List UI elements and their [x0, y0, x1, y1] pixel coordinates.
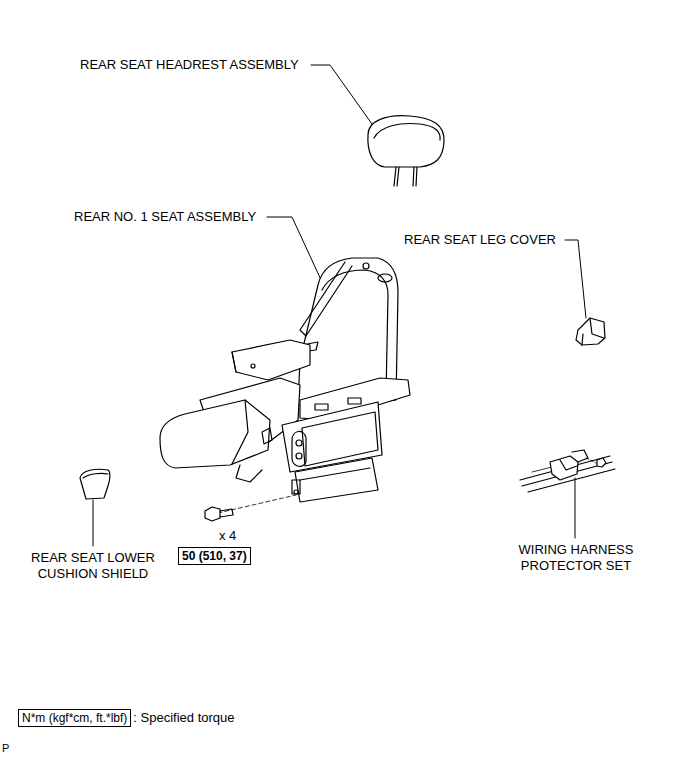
- bolt: [205, 495, 296, 521]
- part-name: REAR SEAT LEG COVER: [404, 232, 556, 248]
- quantity: x 4: [219, 528, 236, 544]
- torque-box: 50 (510, 37): [178, 547, 251, 565]
- part-name: REAR SEAT HEADREST ASSEMBLY: [80, 57, 299, 73]
- cushion-shield: [80, 469, 110, 499]
- key-description: : Specified torque: [133, 711, 234, 725]
- harness-protector: [520, 450, 615, 492]
- part-name: WIRING HARNESS PROTECTOR SET: [508, 542, 644, 574]
- part-name: REAR NO. 1 SEAT ASSEMBLY: [74, 209, 256, 225]
- leg-cover: [576, 318, 605, 345]
- leader-lines: [93, 65, 586, 546]
- page-mark: P: [2, 740, 9, 756]
- box-text: N*m (kgf*cm, ft.*lbf): [22, 711, 127, 725]
- rear-seat: [160, 258, 410, 502]
- box-text: 50 (510, 37): [182, 549, 247, 563]
- part-name: REAR SEAT LOWER CUSHION SHIELD: [23, 550, 163, 582]
- torque-unit-key: N*m (kgf*cm, ft.*lbf): Specified torque: [18, 709, 131, 727]
- headrest: [368, 116, 444, 186]
